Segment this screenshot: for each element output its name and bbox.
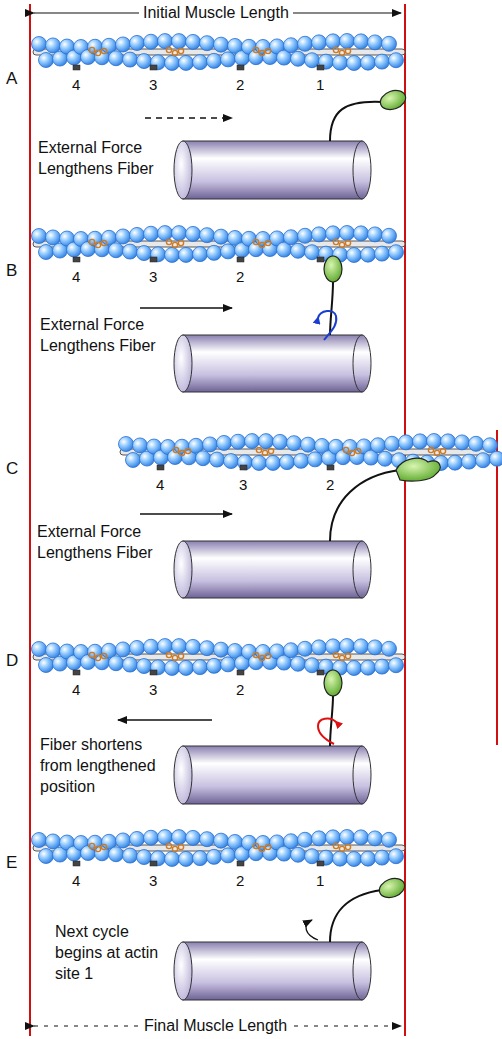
myosin-neck [330,696,333,746]
site-number: 4 [72,873,80,888]
site-number: 2 [326,477,334,492]
panel-note: Fiber shortens from lengthened position [40,734,165,797]
myosin-head [378,87,409,113]
myosin-neck [330,282,333,335]
myosin-filament [174,335,371,392]
site-number: 1 [316,77,324,92]
site-number: 2 [236,77,244,92]
panel-note: Next cycle begins at actin site 1 [55,921,165,984]
rotation-arrow [306,920,318,940]
rotation-arrow [318,719,336,744]
panel-note: External Force Lengthens Fiber [40,314,175,356]
actin-filament [32,830,406,867]
actin-filament [119,434,502,471]
panel-note: External Force Lengthens Fiber [38,137,173,179]
myosin-head [396,458,440,481]
myosin-head [324,256,342,282]
panel-note: External Force Lengthens Fiber [37,521,172,563]
site-number: 4 [72,682,80,697]
site-number: 1 [316,873,324,888]
panel-letter: B [6,262,17,279]
actin-filament [32,34,406,71]
myosin-filament [174,942,371,1000]
panel-letter: E [6,854,17,871]
panel-letter: C [6,460,18,477]
rotation-arrow [318,311,336,340]
site-number: 4 [72,77,80,92]
site-number: 3 [149,682,157,697]
actin-filament [32,226,406,263]
myosin-filament [174,141,371,199]
dimension-label: Initial Muscle Length [139,5,293,21]
site-number: 3 [149,269,157,284]
site-number: 3 [149,77,157,92]
site-number: 2 [236,269,244,284]
panel-letter: D [6,652,18,669]
myosin-head [377,875,408,901]
panel-letter: A [6,70,17,87]
myosin-neck [330,102,383,141]
site-number: 2 [236,682,244,697]
myosin-neck [330,890,382,942]
myosin-neck [330,470,400,541]
myosin-filament [174,541,371,598]
site-number: 4 [156,477,164,492]
myosin-head [324,670,342,696]
site-number: 2 [236,873,244,888]
myosin-filament [174,746,371,804]
site-number: 3 [149,873,157,888]
site-number: 3 [239,477,247,492]
site-number: 4 [72,269,80,284]
actin-filament [32,639,406,676]
dimension-label: Final Muscle Length [140,1018,291,1034]
